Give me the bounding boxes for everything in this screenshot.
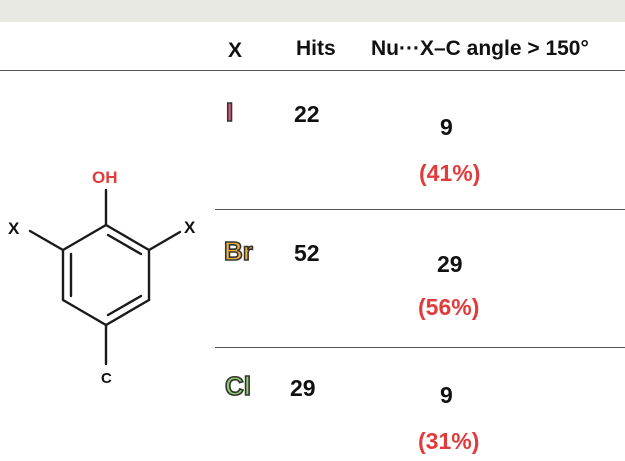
c-label-bottom: C <box>101 370 112 387</box>
header-hits: Hits <box>296 37 336 60</box>
header-angle: Nu···X–C angle > 150° <box>371 37 589 60</box>
percent-value-cl: (31%) <box>418 428 480 454</box>
double-bond-top-right <box>106 233 143 256</box>
double-bond-bottom-right <box>106 294 143 317</box>
header-x: X <box>228 39 243 62</box>
row-divider-1 <box>215 209 625 210</box>
ring-bond-bottom-left <box>61 298 108 327</box>
element-symbol-i: I <box>225 96 234 128</box>
percent-value-br: (56%) <box>418 294 480 320</box>
bond-to-right-x <box>147 230 182 252</box>
oh-label: OH <box>92 168 118 187</box>
ring-bond-bottom-right <box>104 298 151 327</box>
hits-value-br: 52 <box>294 240 320 266</box>
top-band <box>0 0 625 22</box>
header-rule <box>0 70 625 71</box>
x-label-left: X <box>8 219 20 238</box>
percent-value-i: (41%) <box>419 160 481 186</box>
phenol-structure: OH X X C <box>8 168 196 387</box>
count-value-cl: 9 <box>440 382 453 408</box>
row-divider-2 <box>215 347 625 348</box>
ring-bond-top-left <box>61 223 108 252</box>
count-value-i: 9 <box>440 114 453 140</box>
element-symbol-br: Br <box>223 235 254 267</box>
bond-to-left-x <box>28 229 65 252</box>
hits-value-cl: 29 <box>290 375 316 401</box>
hits-value-i: 22 <box>294 101 320 127</box>
ring-bond-top-right <box>104 223 151 252</box>
count-value-br: 29 <box>437 251 463 277</box>
element-symbol-cl: Cl <box>224 370 252 402</box>
x-label-right: X <box>184 218 196 237</box>
